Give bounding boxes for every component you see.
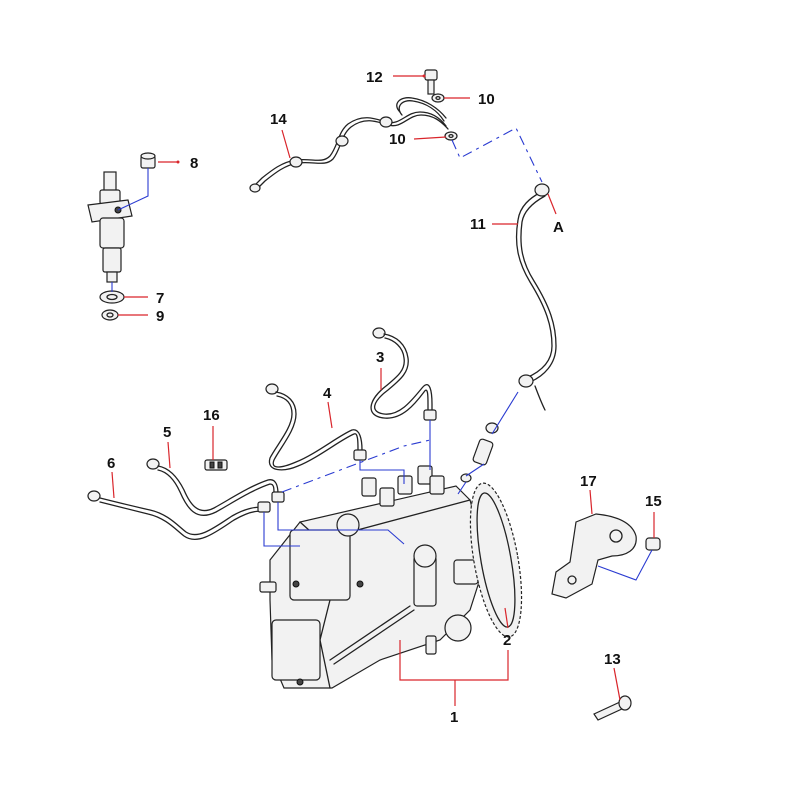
leader-5 (167, 441, 171, 469)
assoc-return (457, 391, 519, 495)
leader-10b (413, 136, 447, 140)
callout-4: 4 (323, 385, 332, 402)
callout-2: 2 (503, 632, 511, 649)
callout-7: 7 (156, 290, 164, 307)
bolt-15 (645, 537, 661, 551)
assoc-dash-pipes (281, 439, 431, 493)
callout-11: 11 (470, 216, 486, 233)
washer-10-lower (444, 131, 458, 141)
leak-off-pipe-14 (249, 97, 449, 193)
callout-17: 17 (580, 473, 597, 490)
callout-16: 16 (203, 407, 220, 424)
injector-washer-7 (99, 290, 125, 304)
injection-pipe-4 (265, 383, 367, 471)
banjo-bolt-12 (424, 69, 438, 95)
callout-5: 5 (163, 424, 171, 441)
bracket-17 (551, 513, 637, 599)
pipe-clamp-16 (204, 459, 228, 471)
bolt-13 (593, 695, 632, 721)
callout-9: 9 (156, 308, 164, 325)
injection-pipe-6 (87, 490, 271, 541)
callout-labels: 1 2 3 4 5 6 7 8 9 10 10 11 12 13 14 15 1… (107, 69, 662, 726)
callout-6: 6 (107, 455, 115, 472)
callout-1: 1 (450, 709, 458, 726)
return-pipe-11 (460, 183, 557, 483)
injector (87, 171, 133, 283)
callout-15: 15 (645, 493, 662, 510)
injection-pipe-3 (370, 327, 437, 421)
leader-6 (111, 471, 115, 499)
callout-3: 3 (376, 349, 384, 366)
callout-14: 14 (270, 111, 287, 128)
injector-seal-9 (101, 309, 119, 321)
callout-12: 12 (366, 69, 383, 86)
callout-8: 8 (190, 155, 198, 172)
leader-4 (327, 401, 333, 429)
leader-13 (613, 667, 621, 701)
callout-A: A (553, 219, 564, 236)
assoc-pipe-6 (263, 512, 300, 547)
leader-lines (111, 74, 655, 706)
assoc-return-dash (451, 127, 543, 183)
leader-2 (504, 607, 509, 629)
injector-nut-8 (140, 152, 156, 169)
leader-A (547, 193, 557, 215)
callout-10-lower: 10 (389, 131, 406, 148)
assoc-pipe-5 (277, 502, 405, 545)
leader-1 (399, 640, 509, 706)
assoc-pipe-4 (359, 460, 405, 484)
callout-10-upper: 10 (478, 91, 495, 108)
callout-13: 13 (604, 651, 621, 668)
leader-14 (281, 129, 291, 159)
washer-10-upper (431, 93, 445, 103)
assoc-bracket (597, 549, 653, 581)
assoc-injector-8 (117, 168, 149, 211)
injection-pump-1 (259, 465, 487, 689)
leader-17 (589, 489, 593, 515)
